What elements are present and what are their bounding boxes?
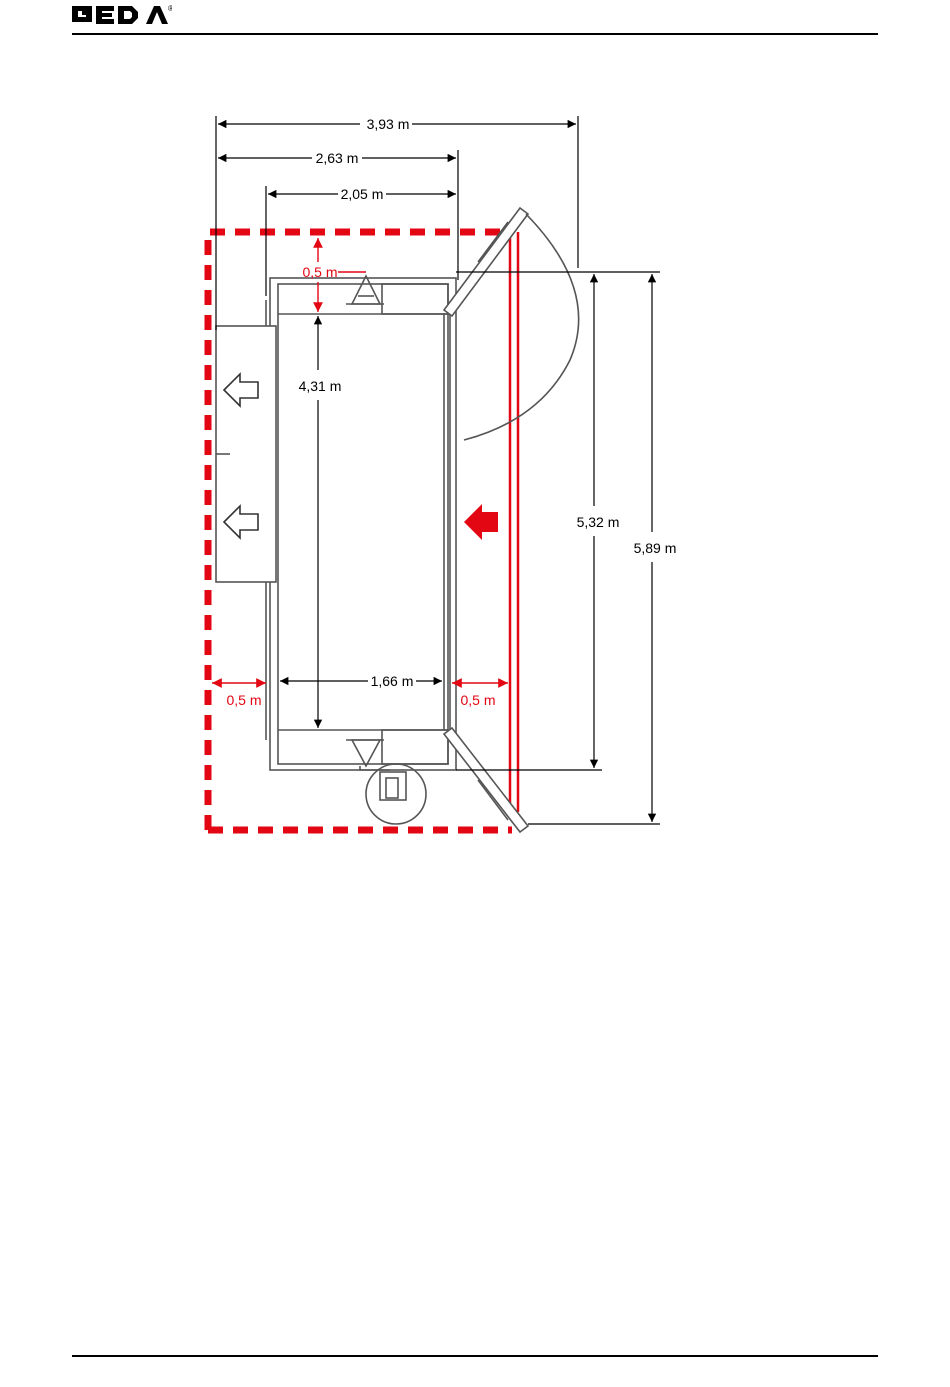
dim-overall-width: 3,93 m [367, 116, 410, 132]
platform-frame [266, 278, 456, 770]
dim-inner-length: 4,31 m [299, 378, 342, 394]
bottom-support [346, 740, 426, 824]
mast-section [216, 326, 276, 582]
door-swing-arc [464, 214, 579, 440]
dim-right-clearance: 0,5 m [460, 692, 495, 708]
dimension-lines [216, 116, 660, 824]
dim-left-clearance: 0,5 m [226, 692, 261, 708]
dim-platform-length: 5,32 m [577, 514, 620, 530]
dim-top-clearance: 0,5 m [302, 264, 337, 280]
footer-rule [72, 1355, 878, 1357]
filled-left-arrow-icon [464, 504, 498, 540]
top-support [346, 276, 384, 304]
dim-inner-width: 1,66 m [371, 673, 414, 689]
dim-overall-length: 5,89 m [634, 540, 677, 556]
dim-width-to-door: 2,63 m [316, 150, 359, 166]
dim-platform-width: 2,05 m [341, 186, 384, 202]
safety-rails [510, 232, 518, 812]
